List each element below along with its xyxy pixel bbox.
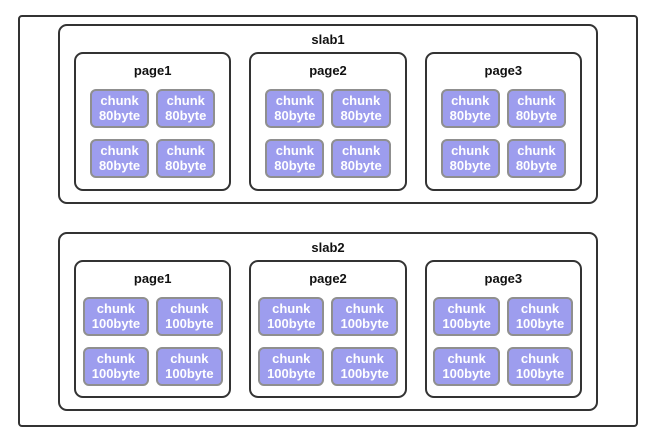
chunk-name: chunk bbox=[275, 143, 315, 158]
chunk-size: 100byte bbox=[515, 315, 565, 331]
page-title: page1 bbox=[133, 63, 172, 78]
slab-title: slab1 bbox=[311, 32, 345, 47]
slab-title: slab2 bbox=[311, 239, 345, 255]
chunk-name: chunk bbox=[447, 350, 486, 366]
chunk-size: 80byte bbox=[98, 158, 141, 173]
chunk-size: 100byte bbox=[340, 315, 389, 331]
chunk-name: chunk bbox=[275, 93, 315, 108]
chunk-name: chunk bbox=[96, 300, 136, 316]
chunk-size: 100byte bbox=[267, 315, 316, 331]
chunk-size: 100byte bbox=[165, 365, 214, 381]
chunk-size: 80byte bbox=[98, 108, 141, 123]
chunk-size: 80byte bbox=[274, 108, 316, 123]
chunk-name: chunk bbox=[520, 350, 560, 366]
chunk-size: 80byte bbox=[165, 108, 207, 123]
chunk-size: 80byte bbox=[515, 158, 558, 173]
chunk-size: 80byte bbox=[340, 158, 382, 173]
chunk-name: chunk bbox=[451, 93, 490, 108]
page-title: page3 bbox=[484, 63, 523, 78]
page-title: page2 bbox=[309, 63, 347, 78]
page-title: page2 bbox=[309, 270, 347, 286]
chunk-name: chunk bbox=[345, 350, 384, 366]
chunk-size: 80byte bbox=[165, 158, 207, 173]
chunk-name: chunk bbox=[100, 143, 139, 158]
chunk-size: 100byte bbox=[91, 315, 141, 331]
chunk-size: 80byte bbox=[449, 108, 491, 123]
chunk-name: chunk bbox=[341, 143, 381, 158]
chunk-name: chunk bbox=[345, 300, 384, 316]
chunk-name: chunk bbox=[447, 300, 486, 316]
chunk-name: chunk bbox=[517, 93, 556, 108]
chunk-name: chunk bbox=[341, 93, 381, 108]
chunk-name: chunk bbox=[166, 93, 205, 108]
chunk-name: chunk bbox=[166, 143, 205, 158]
chunk-name: chunk bbox=[517, 143, 556, 158]
page-title: page1 bbox=[133, 270, 172, 286]
chunk-name: chunk bbox=[96, 350, 136, 366]
chunk-name: chunk bbox=[272, 350, 311, 366]
chunk-size: 80byte bbox=[515, 108, 558, 123]
page-title: page3 bbox=[484, 270, 523, 286]
chunk-name: chunk bbox=[520, 300, 560, 316]
chunk-size: 100byte bbox=[165, 315, 214, 331]
chunk-name: chunk bbox=[451, 143, 490, 158]
chunk-size: 100byte bbox=[267, 365, 316, 381]
chunk-size: 100byte bbox=[515, 365, 565, 381]
chunk-size: 100byte bbox=[442, 365, 491, 381]
chunk-name: chunk bbox=[170, 350, 209, 366]
chunk-name: chunk bbox=[100, 93, 139, 108]
chunk-name: chunk bbox=[170, 300, 209, 316]
chunk-name: chunk bbox=[272, 300, 311, 316]
chunk-size: 80byte bbox=[340, 108, 382, 123]
chunk-size: 80byte bbox=[274, 158, 316, 173]
chunk-size: 80byte bbox=[449, 158, 491, 173]
chunk-size: 100byte bbox=[340, 365, 389, 381]
chunk-size: 100byte bbox=[442, 315, 491, 331]
chunk-size: 100byte bbox=[91, 365, 141, 381]
